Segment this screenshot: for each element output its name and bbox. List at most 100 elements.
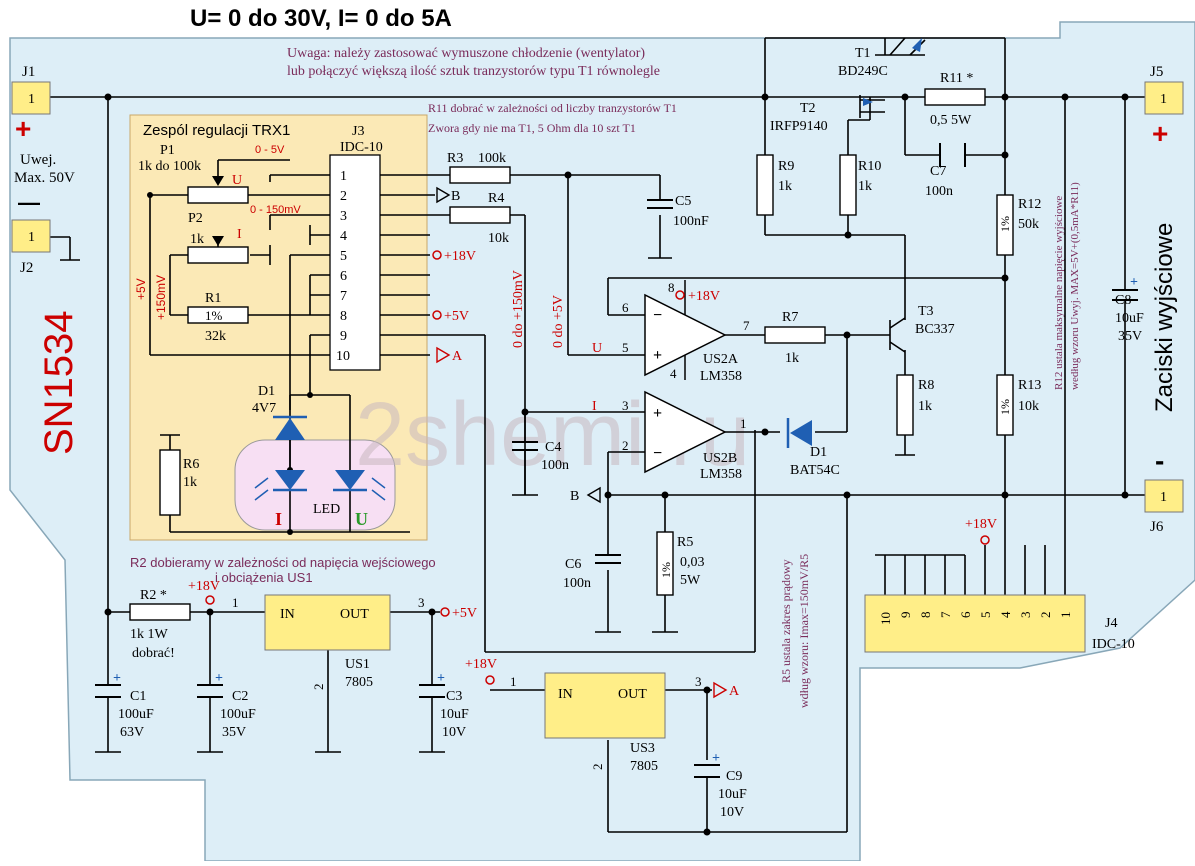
pin-4: 4 — [670, 366, 677, 381]
note-r12-1: R12 ustala maksymalne napięcie wyjściowe — [1053, 196, 1065, 390]
net-18v-us1: +18V — [188, 579, 220, 594]
zener-value: 4V7 — [252, 401, 276, 416]
d1-type: BAT54C — [790, 463, 840, 478]
r10-resistor — [839, 154, 857, 216]
us3-type: 7805 — [630, 759, 658, 774]
r12-resistor — [996, 194, 1014, 256]
terminal-j1[interactable]: 1 J1 + — [11, 64, 51, 144]
control-block: Zespól regulacji TRX1 P1 1k do 100k 0 - … — [134, 122, 386, 529]
c5-value: 100nF — [673, 214, 709, 229]
note-cooling-1: Uwaga: należy zastosować wymuszone chłod… — [287, 46, 645, 61]
p2-name: P2 — [188, 211, 203, 226]
c5-name: C5 — [675, 194, 691, 209]
r11-name: R11 * — [940, 71, 973, 86]
pin-2-us1: 2 — [311, 684, 326, 691]
c2-value: 100uF — [220, 707, 256, 722]
terminal-j6-pin: 1 — [1160, 490, 1167, 505]
terminal-j2-sign: — — [18, 190, 40, 215]
r9-name: R9 — [778, 159, 794, 174]
r4-value: 10k — [488, 231, 509, 246]
terminal-j5[interactable]: 1 J5 + — [1144, 64, 1184, 149]
svg-text:+: + — [712, 751, 720, 766]
arrow-markers — [436, 186, 728, 699]
net-i-pin3: I — [592, 399, 597, 414]
p2-potentiometer — [187, 246, 249, 264]
r10-value: 1k — [858, 179, 872, 194]
r7-resistor — [764, 326, 826, 344]
r6-name: R6 — [183, 457, 199, 472]
pin-1-us2b: 1 — [740, 416, 747, 431]
c2-name: C2 — [232, 689, 248, 704]
r8-resistor — [896, 374, 914, 436]
r4-resistor — [449, 206, 511, 224]
connector-j3: J3 IDC-10 1 2 3 4 5 6 7 8 9 10 — [329, 124, 383, 371]
board-id: SN1534 — [37, 310, 81, 455]
c1-name: C1 — [130, 689, 146, 704]
c9-value: 10uF — [718, 787, 747, 802]
us3-out: OUT — [618, 687, 647, 702]
r11-resistor — [924, 88, 986, 106]
label-plus150mv: +150mV — [154, 275, 168, 320]
led-light-arrows — [254, 477, 386, 501]
pin-3: 3 — [622, 398, 629, 413]
control-block-title: Zespól regulacji TRX1 — [143, 122, 290, 139]
r13-value: 10k — [1018, 399, 1039, 414]
terminal-j2-name: J2 — [20, 260, 33, 276]
terminal-j1-name: J1 — [22, 64, 35, 80]
uwej-max-label: Max. 50V — [14, 170, 75, 186]
us1-in: IN — [280, 607, 295, 622]
c7-value: 100n — [925, 184, 953, 199]
terminal-j5-sign: + — [1152, 118, 1168, 149]
led-u-label: U — [355, 509, 368, 529]
us1-regulator — [264, 594, 391, 651]
r12-value: 50k — [1018, 217, 1039, 232]
zener-diode-icon — [275, 418, 305, 440]
pin-1-us1: 1 — [232, 595, 239, 610]
r1-name: R1 — [205, 291, 221, 306]
r8-value: 1k — [918, 399, 932, 414]
t2-arrow-icon — [863, 98, 873, 106]
j3-pin-2: 2 — [340, 189, 347, 204]
net-b-j3: B — [451, 189, 460, 204]
c3-name: C3 — [446, 689, 462, 704]
pin-1-us3: 1 — [510, 674, 517, 689]
j3-pin-3: 3 — [340, 209, 347, 224]
c1-voltage: 63V — [120, 725, 144, 740]
op-amps — [644, 293, 727, 474]
connector-j4: J4 IDC-10 10 9 8 7 6 5 4 3 2 1 — [864, 594, 1135, 653]
j3-pin-10: 10 — [336, 349, 350, 364]
connector-j3-type: IDC-10 — [340, 140, 383, 155]
svg-text:+: + — [437, 671, 445, 686]
us3-in: IN — [558, 687, 573, 702]
note-r11-2: Zwora gdy nie ma T1, 5 Ohm dla 10 szt T1 — [428, 121, 636, 135]
pin-2-us3: 2 — [590, 764, 605, 771]
polarity-marks: +++++ — [113, 275, 1138, 766]
t3-transistor — [889, 317, 906, 353]
us2a-type: LM358 — [700, 369, 742, 384]
r2-resistor — [129, 603, 191, 621]
terminal-j2[interactable]: 1 J2 — — [11, 190, 51, 276]
note-r11-1: R11 dobrać w zależności od liczby tranzy… — [428, 101, 677, 115]
net-labels: +18V +5V A B +18V +5V +18V A B +18V +18V… — [188, 189, 997, 699]
j4-pin-5: 5 — [978, 612, 993, 619]
terminal-j6[interactable]: 1 J6 - — [1144, 445, 1184, 535]
range-v: 0 do +5V — [551, 295, 566, 348]
zener-name: D1 — [258, 384, 275, 399]
c8-voltage: 35V — [1118, 329, 1142, 344]
j4-pin-2: 2 — [1038, 612, 1053, 619]
c9-voltage: 10V — [720, 805, 744, 820]
p2-wiper-icon — [212, 236, 224, 246]
r3-value: 100k — [478, 151, 506, 166]
r6-value: 1k — [183, 475, 197, 490]
net-markers — [205, 250, 990, 685]
us2a-name: US2A — [703, 352, 739, 367]
r3-name: R3 — [447, 151, 463, 166]
net-18v-j3: +18V — [444, 249, 476, 264]
j4-pin-9: 9 — [898, 612, 913, 619]
uwej-label: Uwej. — [20, 152, 56, 168]
j3-pin-7: 7 — [340, 289, 347, 304]
note-r12-2: według wzoru Uwyj. MAX=5V+(0,5mA*R11) — [1069, 182, 1081, 390]
r5-name: R5 — [677, 535, 693, 550]
net-a-us3: A — [729, 684, 740, 699]
